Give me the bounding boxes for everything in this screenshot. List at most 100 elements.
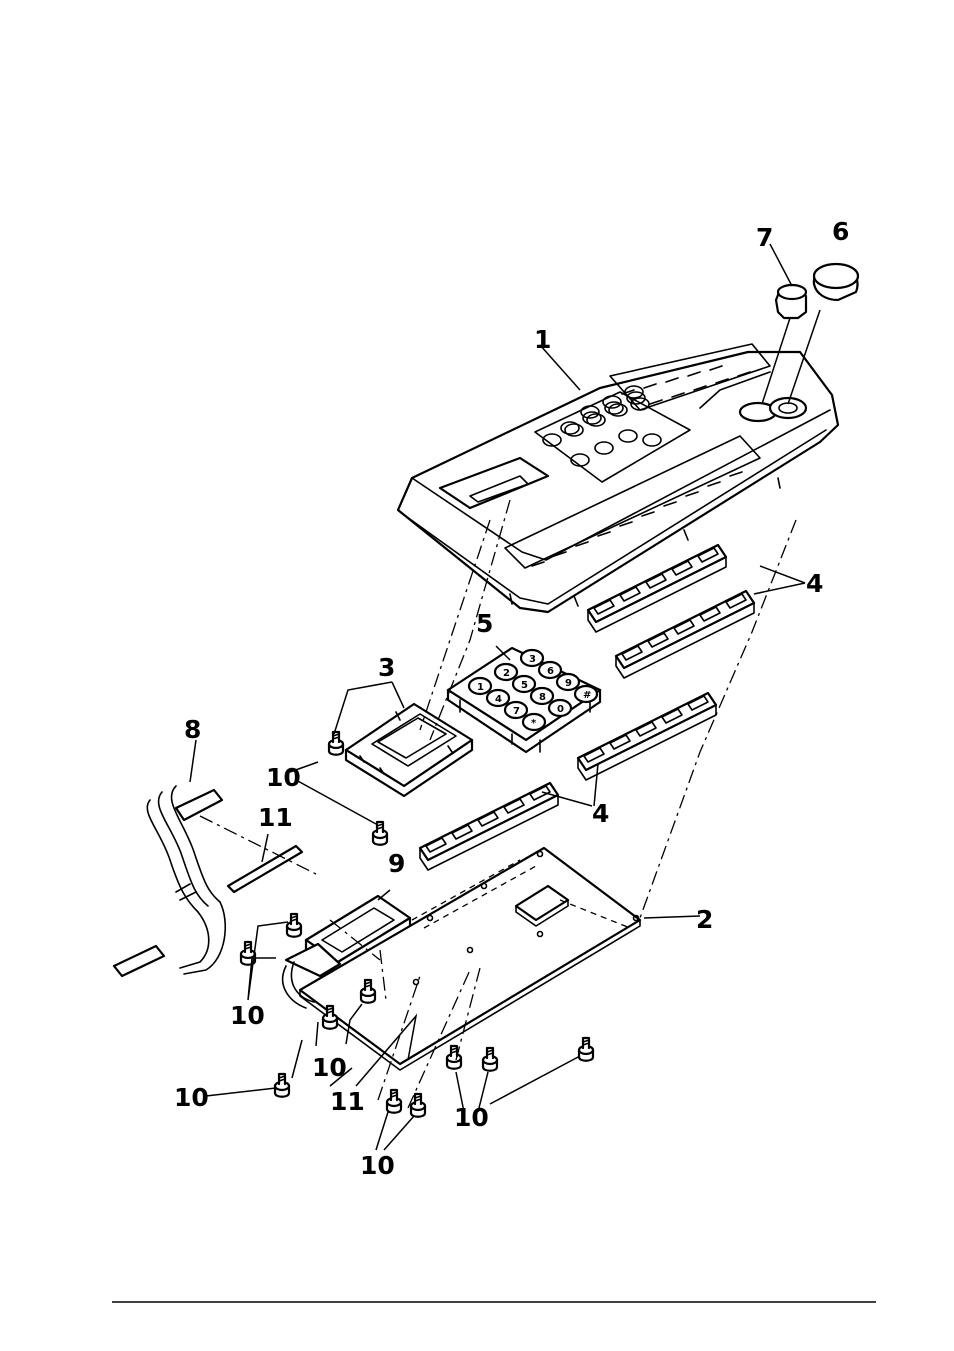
keypad-key-label: 1 [477,682,484,693]
cover-key-hole [604,401,624,415]
key-strip-button [621,645,643,661]
callout-10-b: 10 [230,1001,265,1030]
key-strip-button [425,837,447,853]
key-strip-button [529,785,551,801]
callout-10-a: 10 [266,763,301,792]
cover-key-hole [624,385,644,399]
cover-key-hole [542,433,562,447]
keypad-key-label: 5 [521,680,528,691]
cover-function-slot [575,541,589,547]
screw [371,820,389,846]
callout-11-a: 11 [258,803,293,832]
callout-4-bottom: 4 [592,799,609,828]
cover-key-hole [580,405,600,419]
leader-lines [189,243,821,1151]
cover-key-hole [608,403,628,417]
callout-2: 2 [696,905,713,934]
callout-10-d: 10 [174,1083,209,1112]
callouts: 1 2 3 4 4 5 6 7 8 9 10 10 10 10 10 10 11… [174,217,849,1180]
cover-function-slot [709,365,723,371]
callout-4-top: 4 [806,569,823,598]
screw [577,1036,595,1062]
keypad-key-label: 8 [539,692,546,703]
key-strip-part-4 [418,543,756,871]
keypad-key: 5 [511,674,537,694]
keypad-key: * [521,712,547,732]
circuit-board-part-2 [298,846,642,1071]
cover-function-slot [715,378,729,384]
cover-key-hole [564,423,584,437]
assembly-lines [199,499,797,1109]
screw [327,730,345,756]
cover-function-slot [729,471,743,477]
board-mount-holes [412,850,640,986]
cover-function-slot [693,385,707,391]
cover-function-slot [643,383,657,389]
keypad-key: 6 [537,660,563,680]
cover-function-slot [685,491,699,497]
spacer-bar-part-11-upper [226,844,304,894]
callout-10-c: 10 [312,1053,347,1082]
keypad-key-label: # [583,690,591,701]
key-strip-button [697,547,719,563]
cover-key-hole [594,441,614,455]
top-cover-key-slots [531,365,751,567]
keypad-key-label: 3 [529,654,536,665]
screw [321,1004,339,1030]
cover-function-slot [649,399,663,405]
screw [239,940,257,966]
key-strip-button [725,593,747,609]
cover-function-slot [553,551,567,557]
keypad-key: 0 [547,698,573,718]
cover-key-hole [570,453,590,467]
top-cover [396,343,840,614]
cover-key-hole [618,429,638,443]
keypad-key: 8 [529,686,555,706]
screw [409,1092,427,1118]
key-strip [586,543,728,633]
cover-key-hole [642,433,662,447]
keypad-key: 1 [467,676,493,696]
keypad-key-label: 7 [513,706,520,717]
key-strip-button [687,695,709,711]
cover-function-slot [621,389,635,395]
cover-function-slot [665,377,679,383]
cover-function-slot [707,481,721,487]
keypad-key: 9 [555,672,581,692]
cover-function-slot [641,511,655,517]
keypad-key-label: 2 [503,668,510,679]
top-cover-key-holes [542,385,662,467]
screw [285,912,303,938]
lcd-module-part-3 [344,702,474,798]
callout-5: 5 [476,609,493,638]
screw [445,1044,463,1070]
keypad-key: 2 [493,662,519,682]
key-strip-button [583,747,605,763]
key-strip-button [593,599,615,615]
cover-key-hole [630,397,650,411]
callout-10-f: 10 [360,1151,395,1180]
screw [359,978,377,1004]
key-strip-button [619,586,641,602]
key-strip-button [451,824,473,840]
keypad-key: # [573,684,599,704]
screw [273,1072,291,1098]
callout-10-e: 10 [454,1103,489,1132]
key-strip-button [503,798,525,814]
connector-module-part-9 [281,894,412,1009]
cover-function-slot [687,371,701,377]
key-strip-button [609,734,631,750]
rubber-keypad-part-5 [446,646,602,754]
cover-key-hole [626,391,646,405]
key-strip [576,691,718,781]
callout-11-b: 11 [330,1087,365,1116]
cover-function-slot [597,531,611,537]
cover-function-slot [531,561,545,567]
callout-9: 9 [388,849,405,878]
key-strip [418,781,560,871]
cover-function-slot [671,392,685,398]
key-strip-button [661,708,683,724]
cover-key-hole [582,411,602,425]
callout-1: 1 [534,325,551,354]
